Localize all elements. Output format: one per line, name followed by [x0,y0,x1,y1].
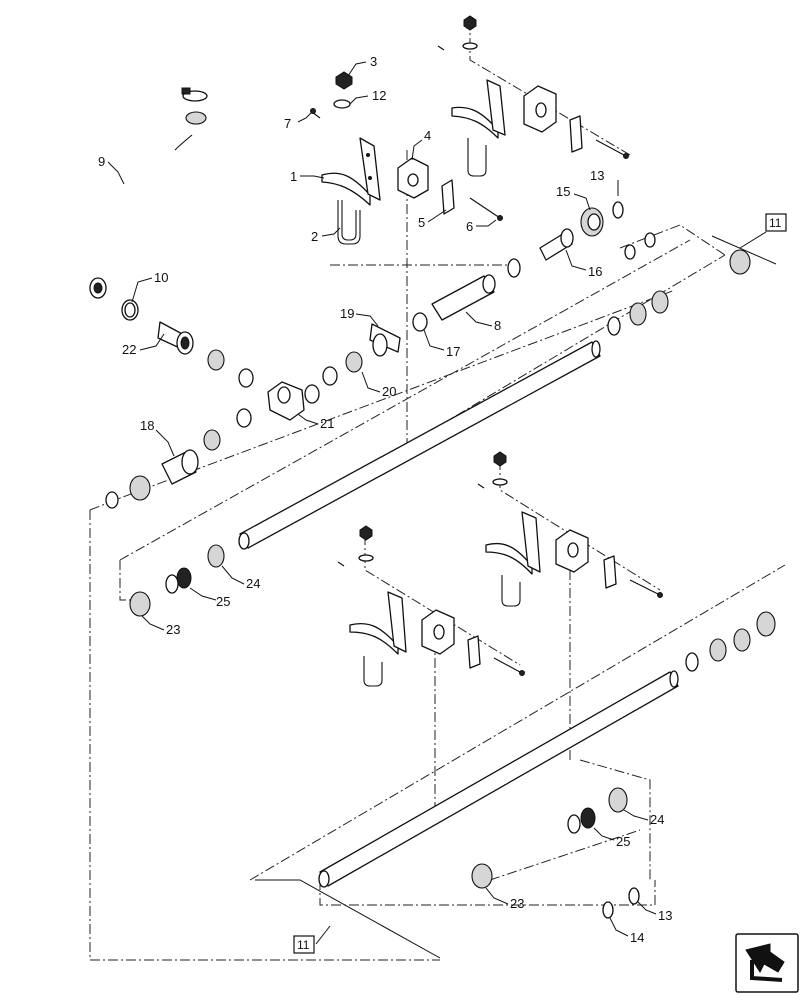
nut-23-lower [471,863,493,889]
upper-tube-right-fittings [607,290,669,336]
plate-5 [441,179,455,215]
nut-24-upper [207,544,225,568]
callout-5: 5 [418,215,425,230]
middle-bracket [477,451,663,607]
callout-1: 1 [290,169,297,184]
callout-16: 16 [588,264,602,279]
o-ring-14 [602,901,614,919]
callout-10: 10 [154,270,168,285]
callout-15: 15 [556,184,570,199]
callout-25-upper: 25 [216,594,230,609]
reference-box-bottom[interactable]: 11 [255,879,441,959]
callout-21: 21 [320,416,334,431]
washer-right [507,258,521,278]
fitting-18 [105,449,199,509]
callout-2: 2 [311,229,318,244]
lower-bracket [337,525,525,687]
bolt-7 [310,108,321,119]
leader-lines [107,61,657,937]
callout-23-upper: 23 [166,622,180,637]
fitting-19 [369,323,401,357]
callout-14: 14 [630,930,644,945]
fitting-16 [539,228,574,261]
clamp-block-4 [397,157,429,199]
callout-23-lower: 23 [510,896,524,911]
callout-8: 8 [494,318,501,333]
lower-tube [318,670,679,888]
upper-bracket-assembly [310,71,503,245]
nut-3 [335,71,353,90]
callout-4: 4 [424,128,431,143]
callout-24-upper: 24 [246,576,260,591]
callout-3: 3 [370,54,377,69]
clamp-10 [121,299,139,321]
lower-tube-right-fittings [685,611,776,672]
nut-24-lower [608,787,628,813]
washer-12 [333,99,351,109]
o-ring-13-lower [628,887,640,905]
reference-box-top[interactable]: 11 [711,213,787,265]
callout-24-lower: 24 [650,812,664,827]
u-bolt-2 [337,200,361,245]
bolt-6 [469,197,503,221]
callout-numbers: 3 12 7 4 1 5 6 2 9 10 22 19 8 17 15 13 1… [98,54,672,945]
upper-left-fittings [203,349,363,451]
callout-20: 20 [382,384,396,399]
callout-18: 18 [140,418,154,433]
callout-6: 6 [466,219,473,234]
upper-tube [238,340,601,550]
fitting-22 [157,321,194,355]
callout-17: 17 [446,344,460,359]
ref-nut-11-top [729,249,751,275]
hose-9 [68,87,208,299]
nut-15 [580,207,604,237]
callout-12: 12 [372,88,386,103]
callout-9: 9 [98,154,105,169]
reference-11-bottom-label: 11 [297,938,310,952]
next-page-arrow-icon[interactable] [735,933,799,993]
coupler-25-upper [165,567,192,594]
reference-11-top-label: 11 [769,216,782,230]
callout-13-lower: 13 [658,908,672,923]
coupler-25-lower [567,807,596,834]
callout-22: 22 [122,342,136,357]
right-small-rings [624,232,656,260]
sleeve-8 [431,274,496,321]
nut-23-upper [129,591,151,617]
callout-19: 19 [340,306,354,321]
clamp-17 [412,312,428,332]
callout-25-lower: 25 [616,834,630,849]
top-right-bracket [437,15,629,177]
bracket-1 [321,137,381,206]
o-ring-13-top [612,201,624,219]
callout-7: 7 [284,116,291,131]
callout-13-top: 13 [590,168,604,183]
